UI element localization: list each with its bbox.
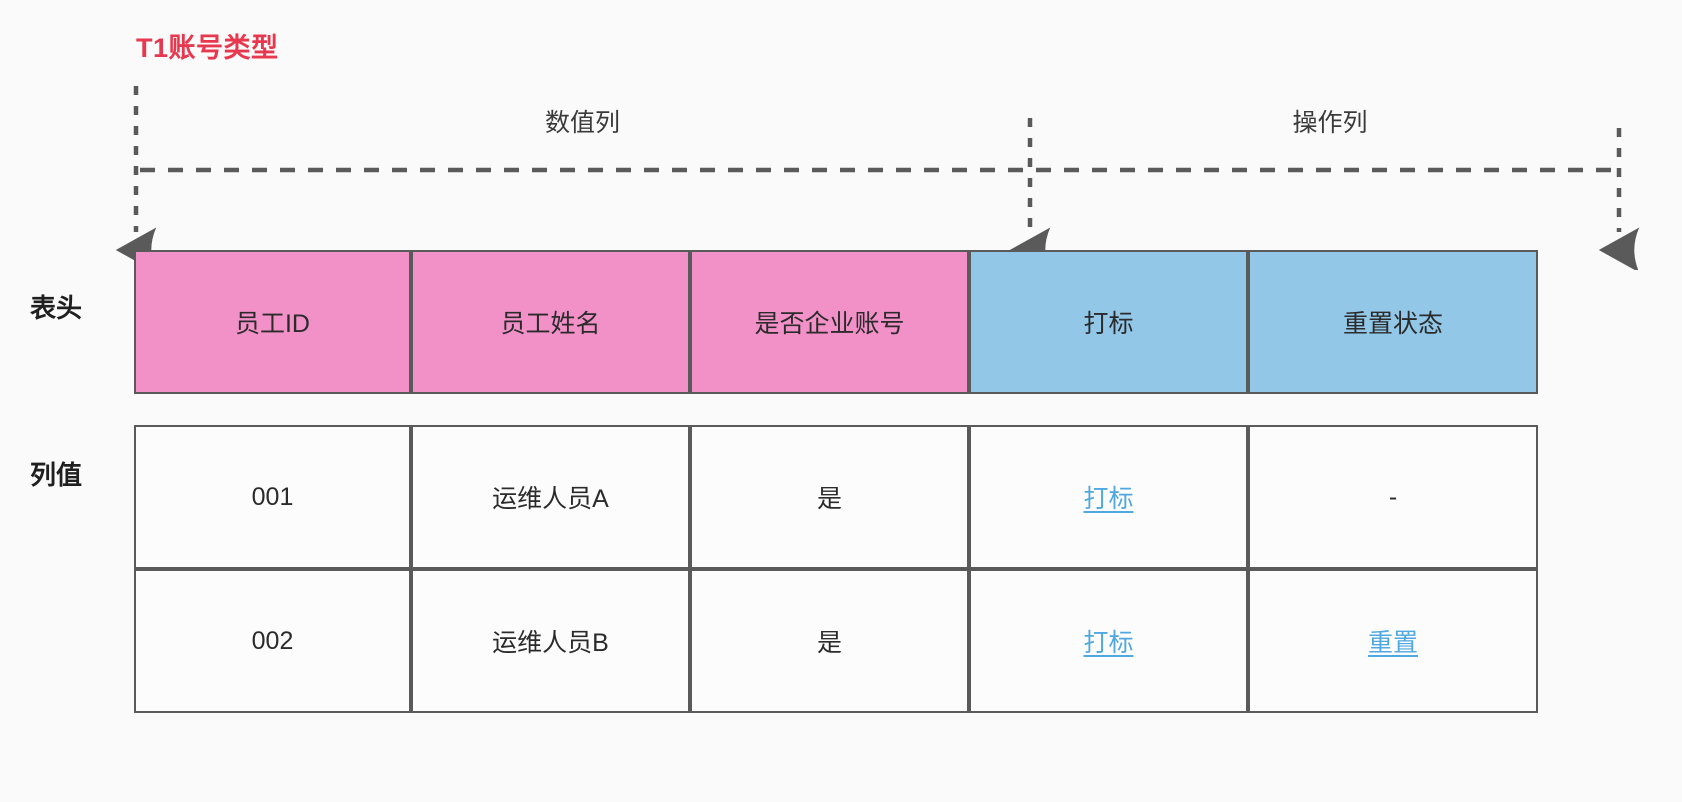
header-table: 员工ID 员工姓名 是否企业账号 打标 重置状态: [134, 250, 1538, 394]
row-label-values: 列值: [30, 460, 83, 490]
group-label-numeric: 数值列: [544, 109, 620, 137]
value-table: 001 运维人员A 是 打标 - 002 运维人员B 是 打标 重置: [134, 425, 1538, 713]
header-cell-reset-status: 重置状态: [1248, 250, 1538, 394]
table-row: 001 运维人员A 是 打标 -: [134, 425, 1538, 569]
page-title: T1账号类型: [136, 33, 279, 63]
cell-employee-id: 002: [134, 569, 411, 713]
cell-reset-status: -: [1248, 425, 1538, 569]
tag-link[interactable]: 打标: [1083, 485, 1134, 513]
header-cell-is-enterprise-account: 是否企业账号: [690, 250, 969, 394]
cell-employee-id: 001: [134, 425, 411, 569]
cell-tag-action[interactable]: 打标: [969, 425, 1248, 569]
header-cell-tag: 打标: [969, 250, 1248, 394]
cell-reset-status[interactable]: 重置: [1248, 569, 1538, 713]
cell-is-enterprise-account: 是: [690, 425, 969, 569]
row-label-header: 表头: [30, 293, 83, 323]
group-label-action: 操作列: [1292, 109, 1368, 137]
table-row: 002 运维人员B 是 打标 重置: [134, 569, 1538, 713]
tag-link[interactable]: 打标: [1083, 629, 1134, 657]
cell-tag-action[interactable]: 打标: [969, 569, 1248, 713]
header-cell-employee-name: 员工姓名: [411, 250, 690, 394]
cell-is-enterprise-account: 是: [690, 569, 969, 713]
header-cell-employee-id: 员工ID: [134, 250, 411, 394]
table-header-row: 员工ID 员工姓名 是否企业账号 打标 重置状态: [134, 250, 1538, 394]
cell-employee-name: 运维人员A: [411, 425, 690, 569]
reset-link[interactable]: 重置: [1367, 629, 1418, 657]
cell-employee-name: 运维人员B: [411, 569, 690, 713]
